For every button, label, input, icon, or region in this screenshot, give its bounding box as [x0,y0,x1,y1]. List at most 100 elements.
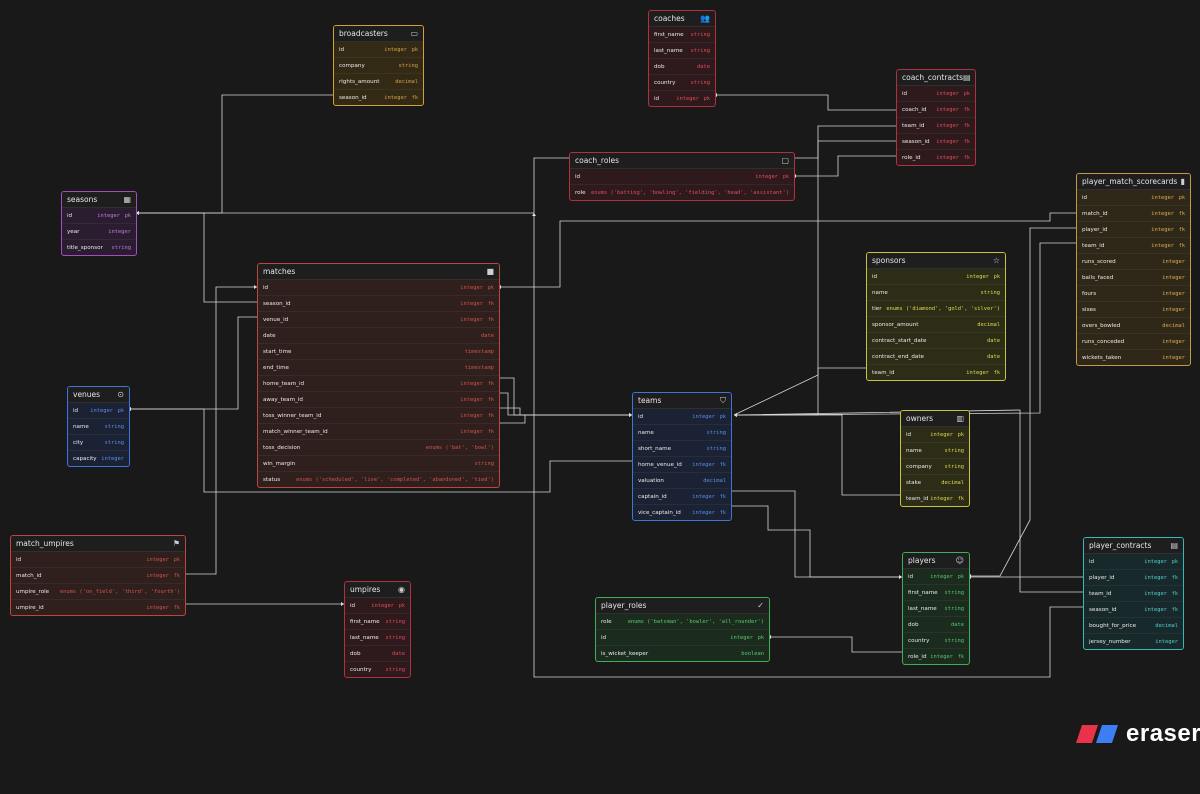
entity-header[interactable]: matches■ [258,264,499,280]
entity-header[interactable]: player_match_scorecards▮ [1077,174,1190,190]
entity-header[interactable]: owners▥ [901,411,969,427]
entity-header[interactable]: teams⛉ [633,393,731,409]
entity-header[interactable]: broadcasters▭ [334,26,423,42]
entity-header[interactable]: coach_roles▢ [570,153,794,169]
entity-header[interactable]: player_roles✓ [596,598,769,614]
entity-header[interactable]: sponsors☆ [867,253,1005,269]
entity-header[interactable]: seasons▦ [62,192,136,208]
entity-header[interactable]: coaches👥 [649,11,715,27]
entity-header[interactable]: umpires◉ [345,582,410,598]
entity-header[interactable]: match_umpires⚑ [11,536,185,552]
entity-header[interactable]: players☺ [903,553,969,569]
